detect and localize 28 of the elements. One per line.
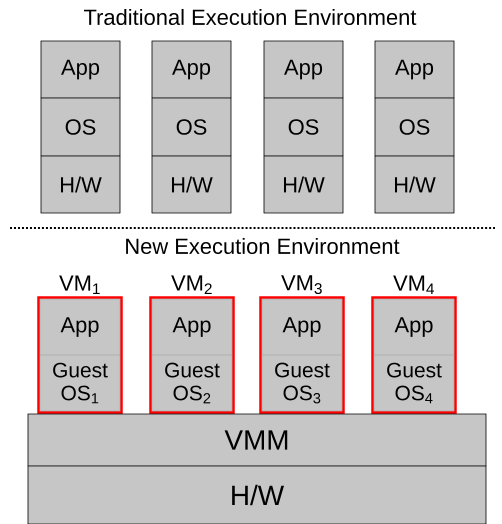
section-heading: New Execution Environment [126, 238, 400, 254]
layer-box: App [262, 298, 342, 356]
layer-box: OS [40, 98, 120, 156]
layer-box: H/W [264, 156, 344, 214]
layer-box: App [40, 40, 120, 98]
layer-box: OS [152, 98, 232, 156]
node-label: VM$_{2}$ [171, 275, 212, 294]
layer-box: OS [264, 98, 344, 156]
layer-box: Guest OS$_{1}$ [40, 354, 120, 412]
node-label: VM$_{4}$ [393, 276, 434, 294]
layer-box: OS [374, 98, 454, 156]
layer-box: VMM [28, 414, 486, 466]
layer-box: App [374, 40, 454, 98]
layer-box: App [152, 40, 232, 98]
layer-box: Guest OS$_{3}$ [262, 354, 342, 412]
layer-box: H/W [152, 156, 232, 214]
layer-box: H/W [28, 466, 486, 524]
layer-box: App [374, 298, 454, 356]
layer-box: App [264, 40, 344, 98]
layer-box: App [152, 298, 232, 356]
layer-box: App [40, 298, 120, 356]
node-label: VM$_{3}$ [281, 275, 322, 294]
node-label: VM$_{1}$ [59, 276, 100, 294]
layer-box: H/W [40, 156, 120, 214]
layer-box: Guest OS$_{4}$ [374, 354, 454, 412]
layer-box: Guest OS$_{2}$ [152, 354, 232, 412]
section-heading: Traditional Execution Environment [84, 8, 416, 26]
layer-box: H/W [374, 156, 454, 214]
